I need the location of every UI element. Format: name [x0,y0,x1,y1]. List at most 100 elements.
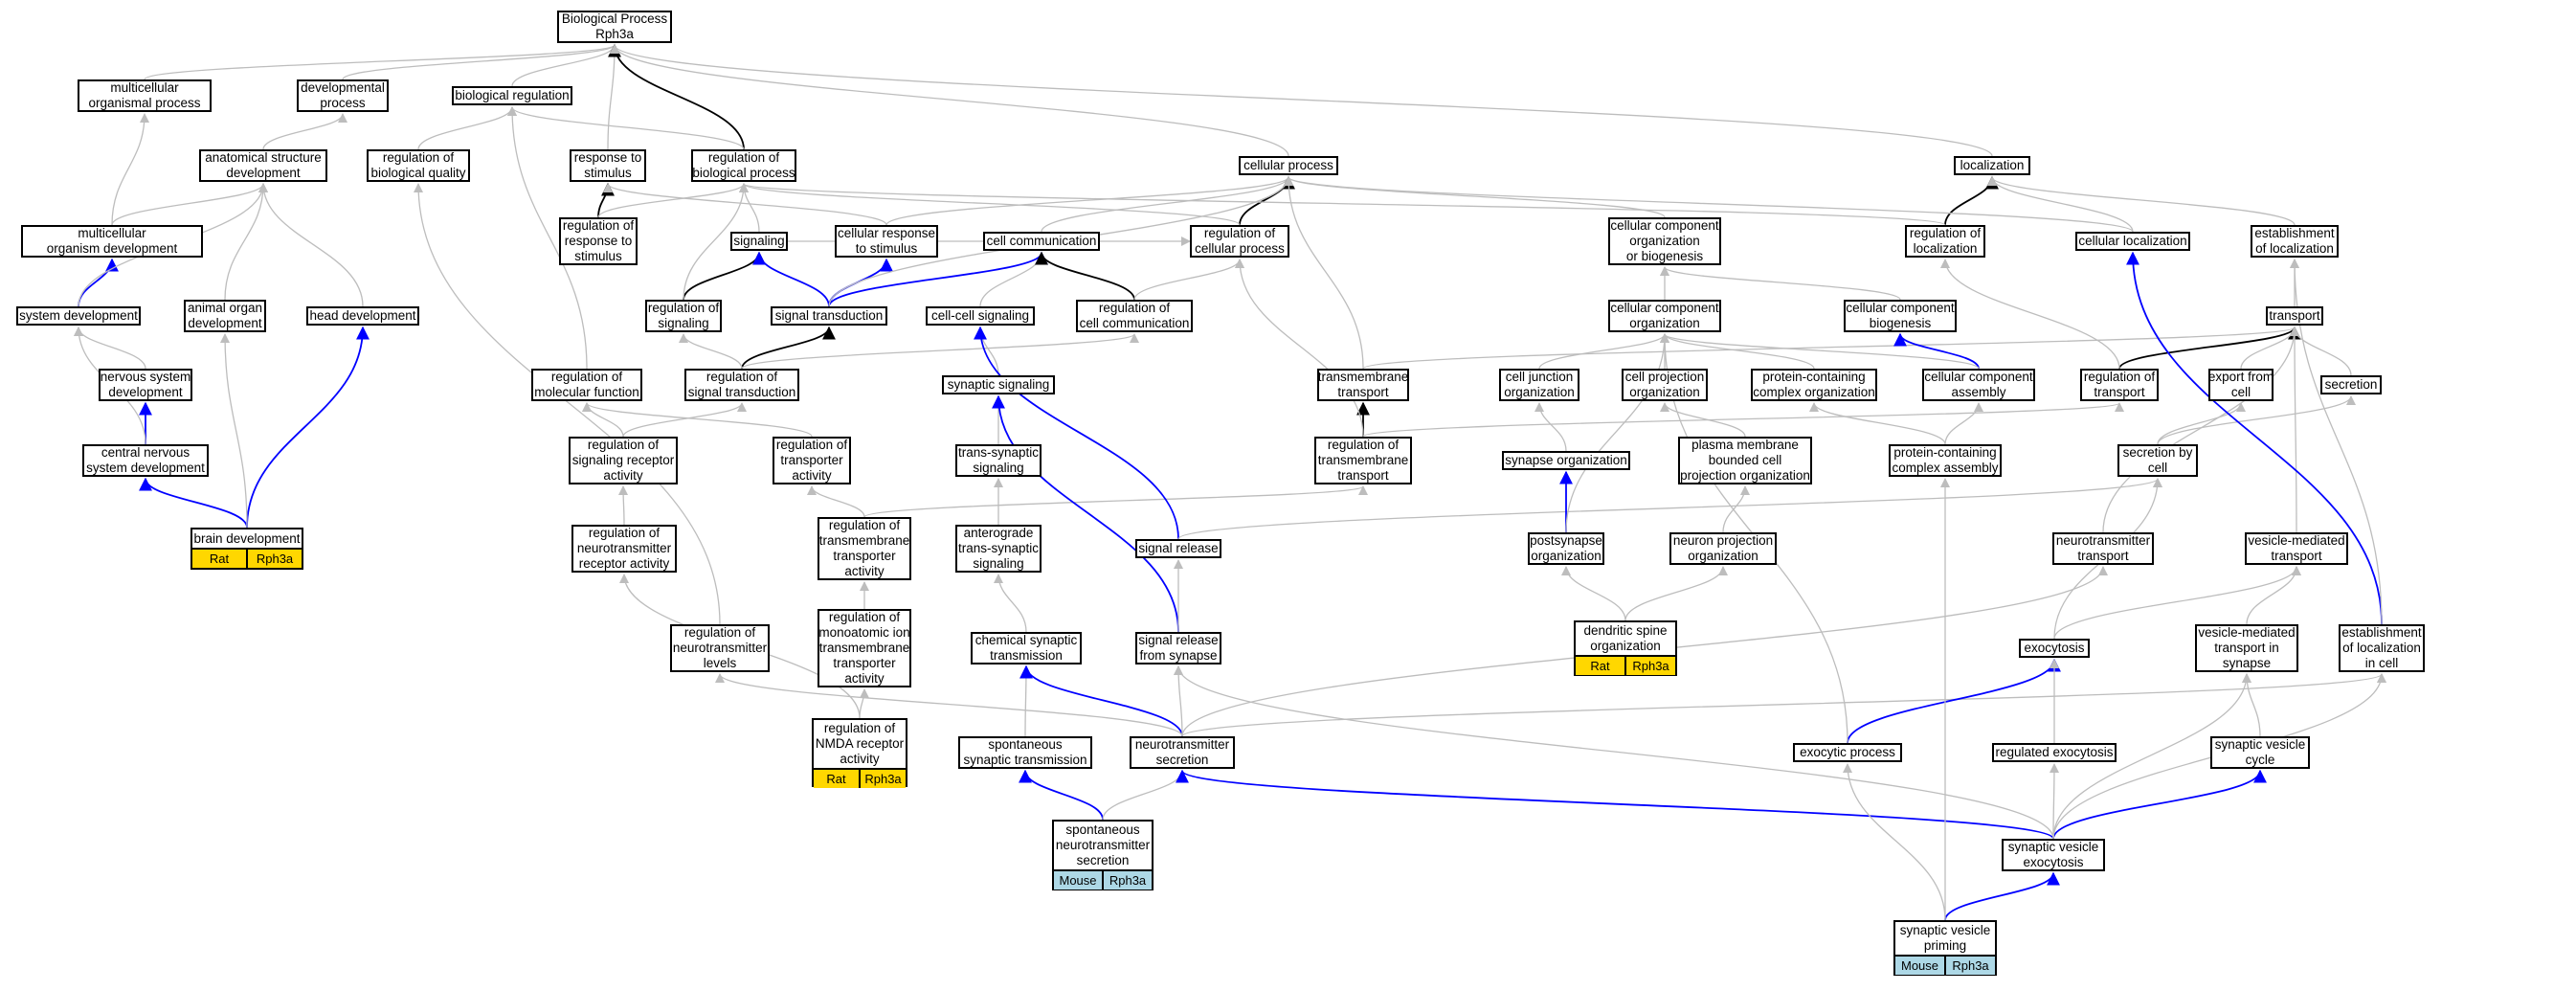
annotation-species: Rat [1576,657,1624,675]
go-term-exocytic-process[interactable]: exocytic process [1793,743,1902,762]
go-term-regulated-exocytosis[interactable]: regulated exocytosis [1992,743,2117,762]
go-term-signaling[interactable]: signaling [730,232,788,251]
go-term-label-line: spontaneous [1065,822,1140,837]
go-term-label-line: transporter [780,453,843,467]
edge-is-a [258,183,364,307]
go-term-label: synapse organization [1505,453,1627,468]
edge-is-a [1041,176,1293,233]
go-term-label-line: to stimulus [855,241,918,256]
go-term-label-line: plasma membrane [1691,438,1799,452]
edge-part-of [1035,251,1135,301]
go-term-exocytosis[interactable]: exocytosis [2019,639,2090,658]
go-term-label-line: regulation of [382,150,455,165]
go-term-localization[interactable]: localization [1954,156,2030,175]
go-term-biological-regulation[interactable]: biological regulation [452,86,572,105]
go-term-system-development[interactable]: system development [16,306,141,326]
go-term-secretion[interactable]: secretion [2320,375,2382,394]
go-term-label-line: signaling [733,234,785,248]
edge-regulates [974,326,1179,540]
go-term-cellular-localization[interactable]: cellular localization [2075,232,2190,251]
go-term-synapse-organization[interactable]: synapse organization [1502,451,1630,470]
go-term-label-line: transmission [990,648,1063,663]
go-term-cell-communication[interactable]: cell communication [983,232,1100,251]
go-term-label-line: signaling [658,316,709,330]
go-term-transport[interactable]: transport [2266,306,2323,326]
go-term-signal-release[interactable]: signal release [1135,539,1221,558]
edge-is-a [610,44,1993,157]
go-term-cellular-process[interactable]: cellular process [1239,156,1338,175]
go-term-head-development[interactable]: head development [306,306,419,326]
go-term-synaptic-signaling[interactable]: synaptic signaling [942,375,1055,394]
go-term-cell-cell-signaling[interactable]: cell-cell signaling [926,306,1035,326]
go-term-signal-transduction[interactable]: signal transduction [771,306,887,326]
go-term-label-line: exocytosis [2023,855,2084,869]
